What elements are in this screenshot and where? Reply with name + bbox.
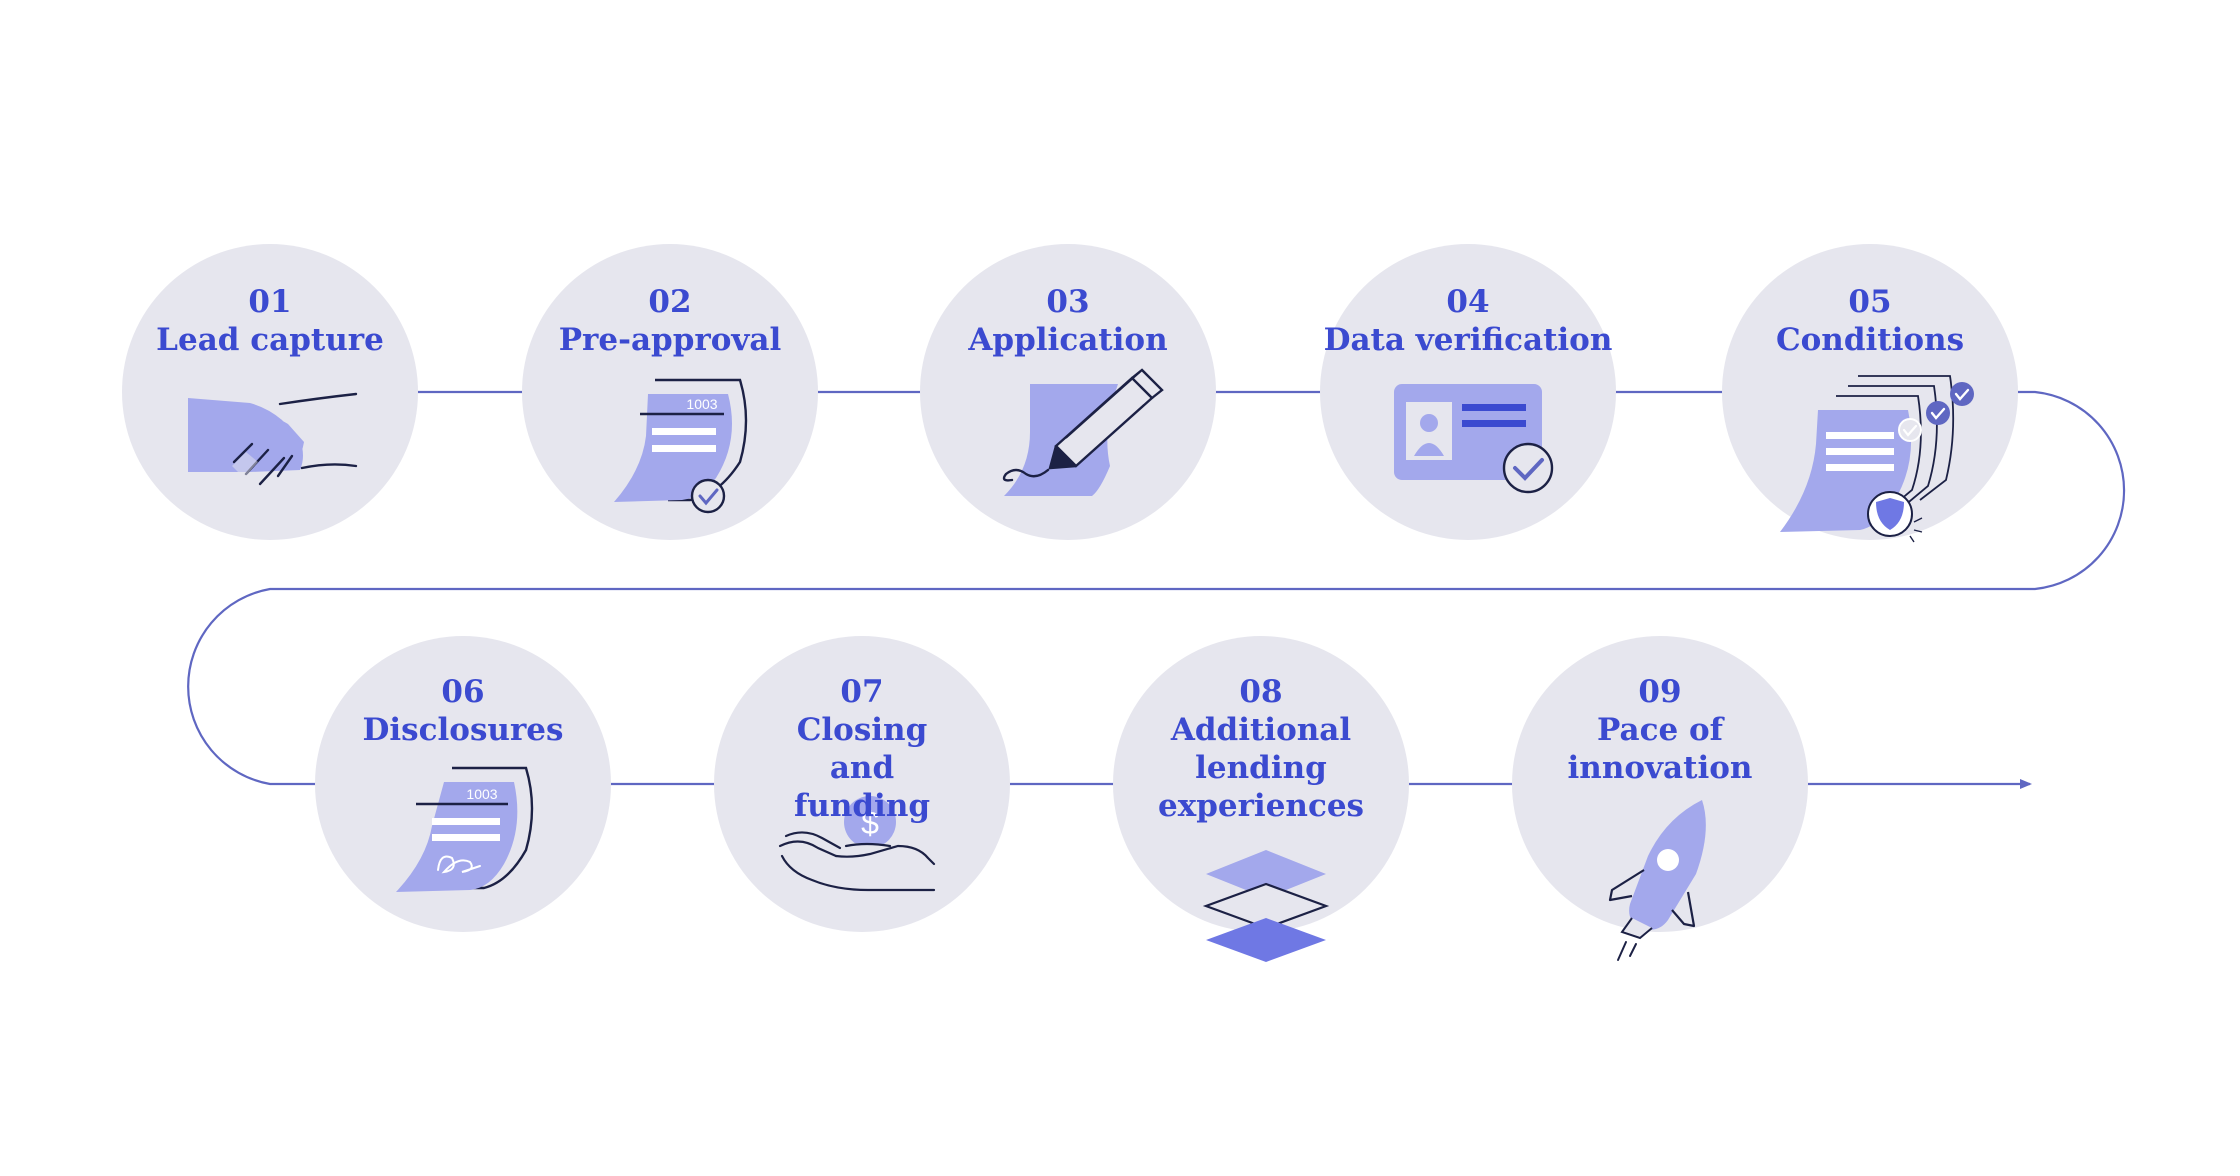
step-09	[1512, 636, 1808, 932]
coin-symbol: $	[861, 805, 879, 841]
document-label: 1003	[686, 396, 717, 412]
handshake-icon	[188, 392, 358, 486]
step-circle	[1512, 636, 1808, 932]
step-circle	[122, 244, 418, 540]
step-circle	[714, 636, 1010, 932]
layers-stack-icon	[1202, 850, 1330, 962]
id-card-check-icon	[1394, 384, 1554, 494]
flow-connector-line	[187, 390, 2126, 789]
step-08	[1113, 636, 1409, 932]
rocket-icon	[1608, 800, 1706, 961]
step-circle	[1722, 244, 2018, 540]
step-02	[522, 244, 818, 540]
step-circle	[522, 244, 818, 540]
signed-document-1003-icon: 1003	[396, 766, 534, 892]
step-07	[714, 636, 1010, 932]
step-05	[1722, 244, 2018, 540]
step-circle	[1113, 636, 1409, 932]
document-stack-shield-icon	[1780, 375, 1974, 543]
hand-dollar-coin-icon: $	[778, 796, 936, 892]
document-1003-check-icon: 1003	[614, 378, 748, 514]
document-label: 1003	[466, 786, 497, 802]
pencil-signing-document-icon	[1002, 368, 1164, 496]
step-01	[122, 244, 418, 540]
